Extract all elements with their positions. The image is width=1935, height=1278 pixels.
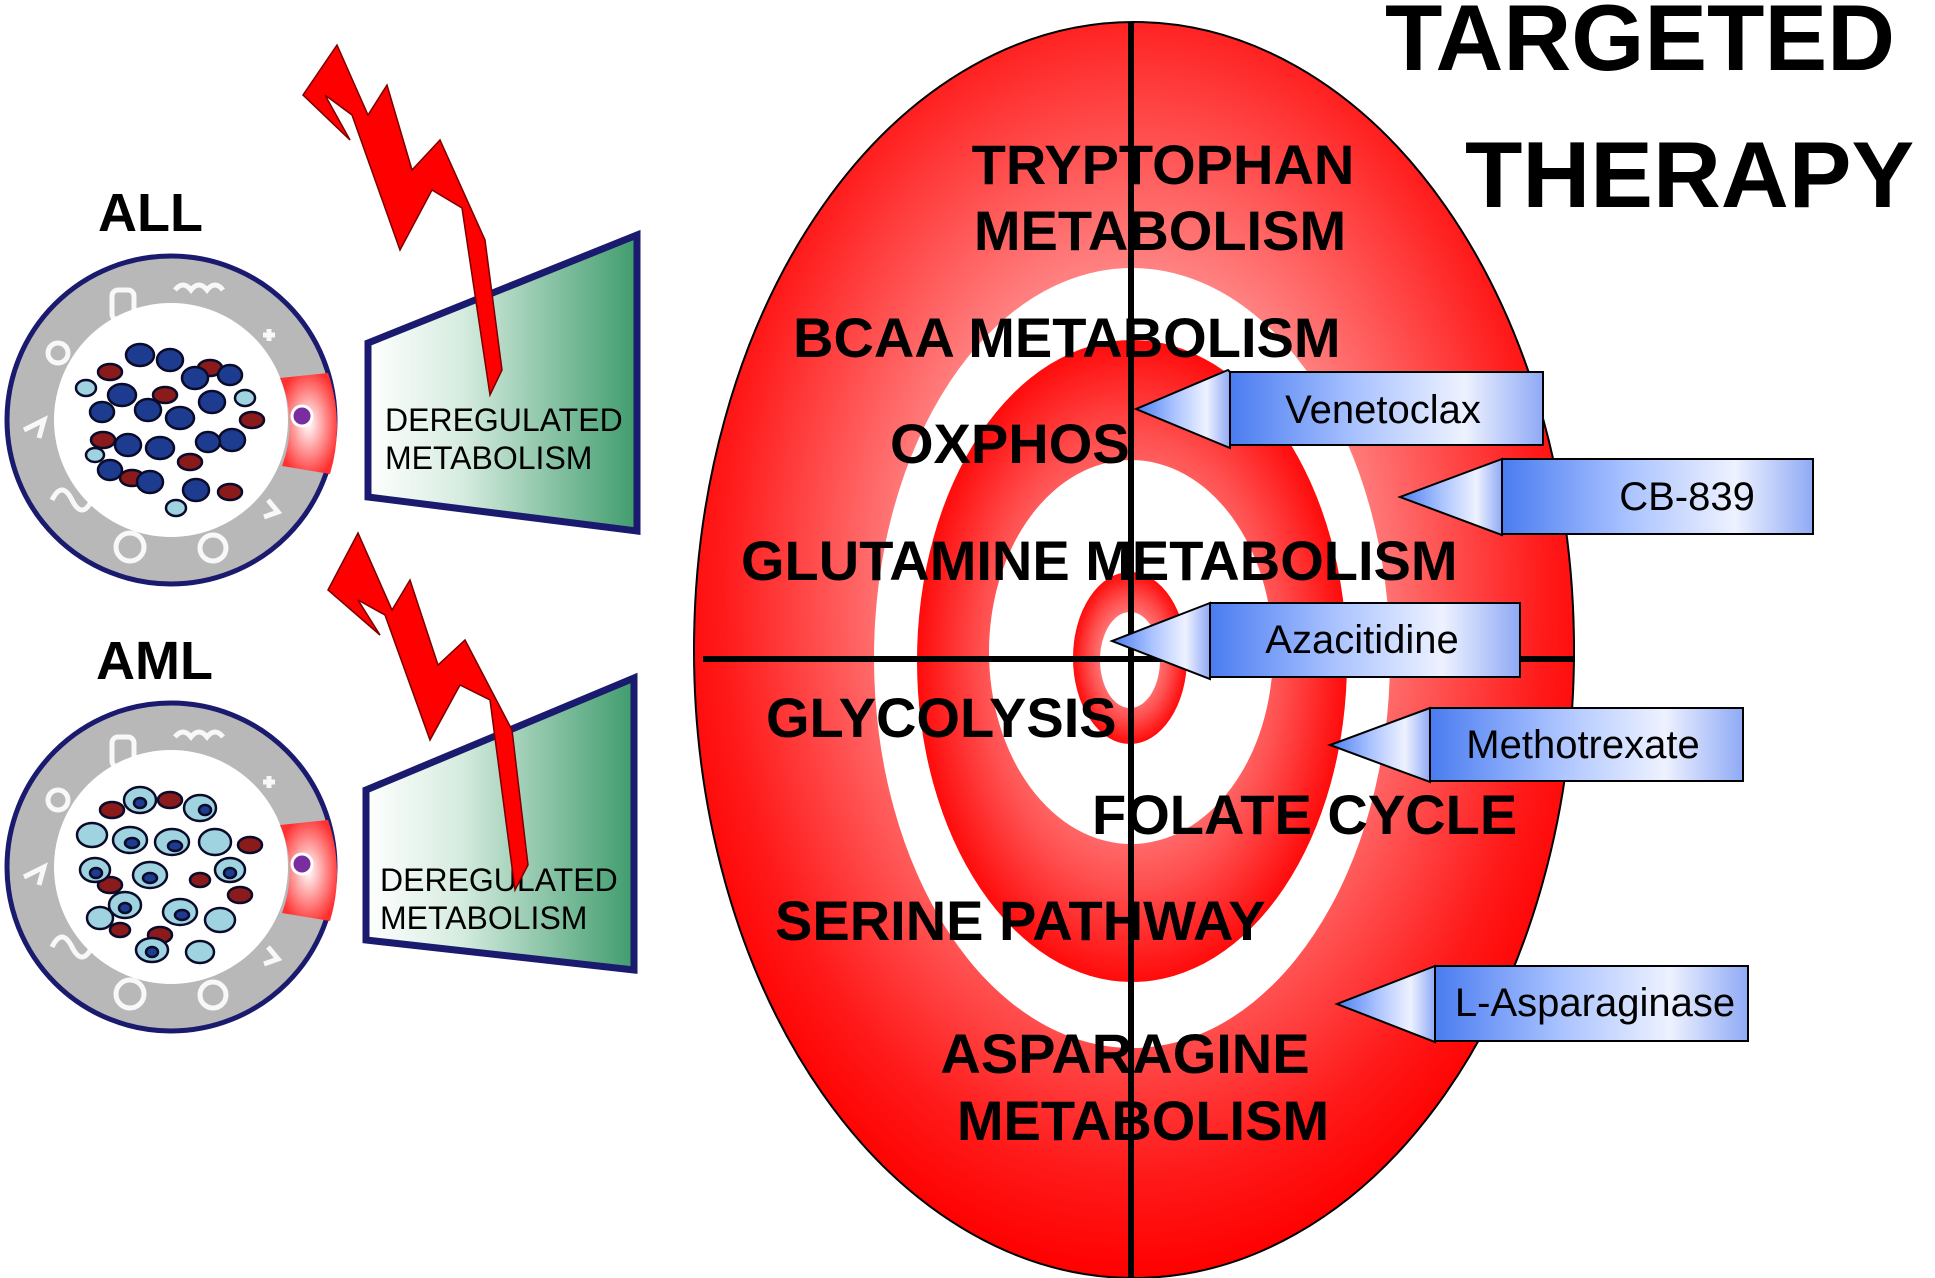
arrow-body bbox=[1229, 371, 1544, 446]
deregulated-box-aml bbox=[362, 672, 638, 974]
drug-arrow-azacitidine: Azacitidine bbox=[1109, 601, 1521, 681]
hallmark-icon-infinity bbox=[49, 934, 95, 960]
blast-cells-all bbox=[74, 342, 266, 518]
hallmark-badge-icon bbox=[290, 852, 314, 876]
hallmark-icon-5 bbox=[113, 977, 147, 1011]
lightning-bolt-icon bbox=[327, 531, 529, 893]
drug-label-methotrexate: Methotrexate bbox=[1466, 723, 1699, 767]
title-line2: THERAPY bbox=[1465, 122, 1914, 227]
hallmark-icon-5 bbox=[113, 530, 147, 564]
drug-label-azacitidine: Azacitidine bbox=[1265, 618, 1458, 662]
hallmark-icon-plus bbox=[263, 776, 275, 788]
label-glutamine: GLUTAMINE METABOLISM bbox=[741, 529, 1458, 592]
hallmark-icon-2 bbox=[173, 729, 225, 741]
drug-label-l-asparaginase: L-Asparaginase bbox=[1455, 981, 1735, 1025]
arrow-body bbox=[1429, 707, 1744, 782]
label-bcaa: BCAA METABOLISM bbox=[793, 306, 1341, 369]
hallmark-icon-1 bbox=[109, 734, 137, 770]
hallmark-icon-6 bbox=[263, 498, 283, 520]
label-asparagine-line2: METABOLISM bbox=[957, 1089, 1329, 1152]
drug-label-venetoclax: Venetoclax bbox=[1285, 388, 1481, 432]
drug-arrow-l-asparaginase: L-Asparaginase bbox=[1334, 964, 1749, 1044]
deregulated-text-aml-line2: METABOLISM bbox=[380, 900, 587, 936]
drug-arrow-cb839: CB-839 bbox=[1397, 457, 1814, 537]
label-oxphos: OXPHOS bbox=[890, 412, 1130, 475]
deregulated-text-all-line1: DEREGULATED bbox=[385, 402, 623, 438]
target-labels: TRYPTOPHAN METABOLISM BCAA METABOLISM OX… bbox=[741, 133, 1517, 1152]
deregulated-box-all bbox=[364, 229, 641, 535]
deregulated-text-aml-line1: DEREGULATED bbox=[380, 862, 618, 898]
hallmark-icon-1 bbox=[109, 287, 137, 323]
drug-label-cb839: CB-839 bbox=[1619, 475, 1755, 519]
cell-diagram-all bbox=[4, 253, 338, 587]
cell-diagram-aml bbox=[4, 700, 338, 1034]
label-serine: SERINE PATHWAY bbox=[775, 889, 1266, 952]
hallmark-icon-4 bbox=[22, 415, 48, 439]
hallmark-icon-2 bbox=[173, 282, 225, 294]
group-label-all: ALL bbox=[98, 183, 203, 243]
label-tryptophan-line2: METABOLISM bbox=[974, 199, 1346, 262]
drug-arrow-methotrexate: Methotrexate bbox=[1327, 706, 1744, 784]
hallmark-icon-3 bbox=[45, 340, 71, 366]
arrow-body bbox=[1209, 602, 1521, 678]
arrow-body bbox=[1501, 458, 1814, 535]
title-line1: TARGETED bbox=[1385, 0, 1895, 90]
label-tryptophan-line1: TRYPTOPHAN bbox=[972, 133, 1355, 196]
label-glycolysis: GLYCOLYSIS bbox=[766, 686, 1117, 749]
cell-group-all: ALL DEREGULATED METABOLISM bbox=[4, 43, 641, 587]
lightning-bolt-icon bbox=[302, 43, 503, 398]
label-folate: FOLATE CYCLE bbox=[1092, 783, 1517, 846]
hallmark-icon-4 bbox=[22, 862, 48, 886]
hallmark-icon-minus bbox=[197, 532, 229, 564]
hallmark-icon-6 bbox=[263, 945, 283, 967]
hallmark-badge-icon bbox=[290, 404, 314, 428]
hallmark-icon-infinity bbox=[49, 487, 95, 513]
deregulated-text-all-line2: METABOLISM bbox=[385, 440, 592, 476]
blast-cells-aml bbox=[75, 785, 264, 965]
hallmark-icon-3 bbox=[45, 787, 71, 813]
cell-group-aml: AML DEREGULATED METABOLISM bbox=[4, 531, 638, 1034]
label-asparagine-line1: ASPARAGINE bbox=[940, 1022, 1309, 1085]
drug-arrow-venetoclax: Venetoclax bbox=[1133, 368, 1544, 450]
hallmark-icon-plus bbox=[263, 329, 275, 341]
group-label-aml: AML bbox=[96, 631, 213, 691]
arrow-body bbox=[1434, 965, 1749, 1042]
hallmark-icon-minus bbox=[197, 979, 229, 1011]
